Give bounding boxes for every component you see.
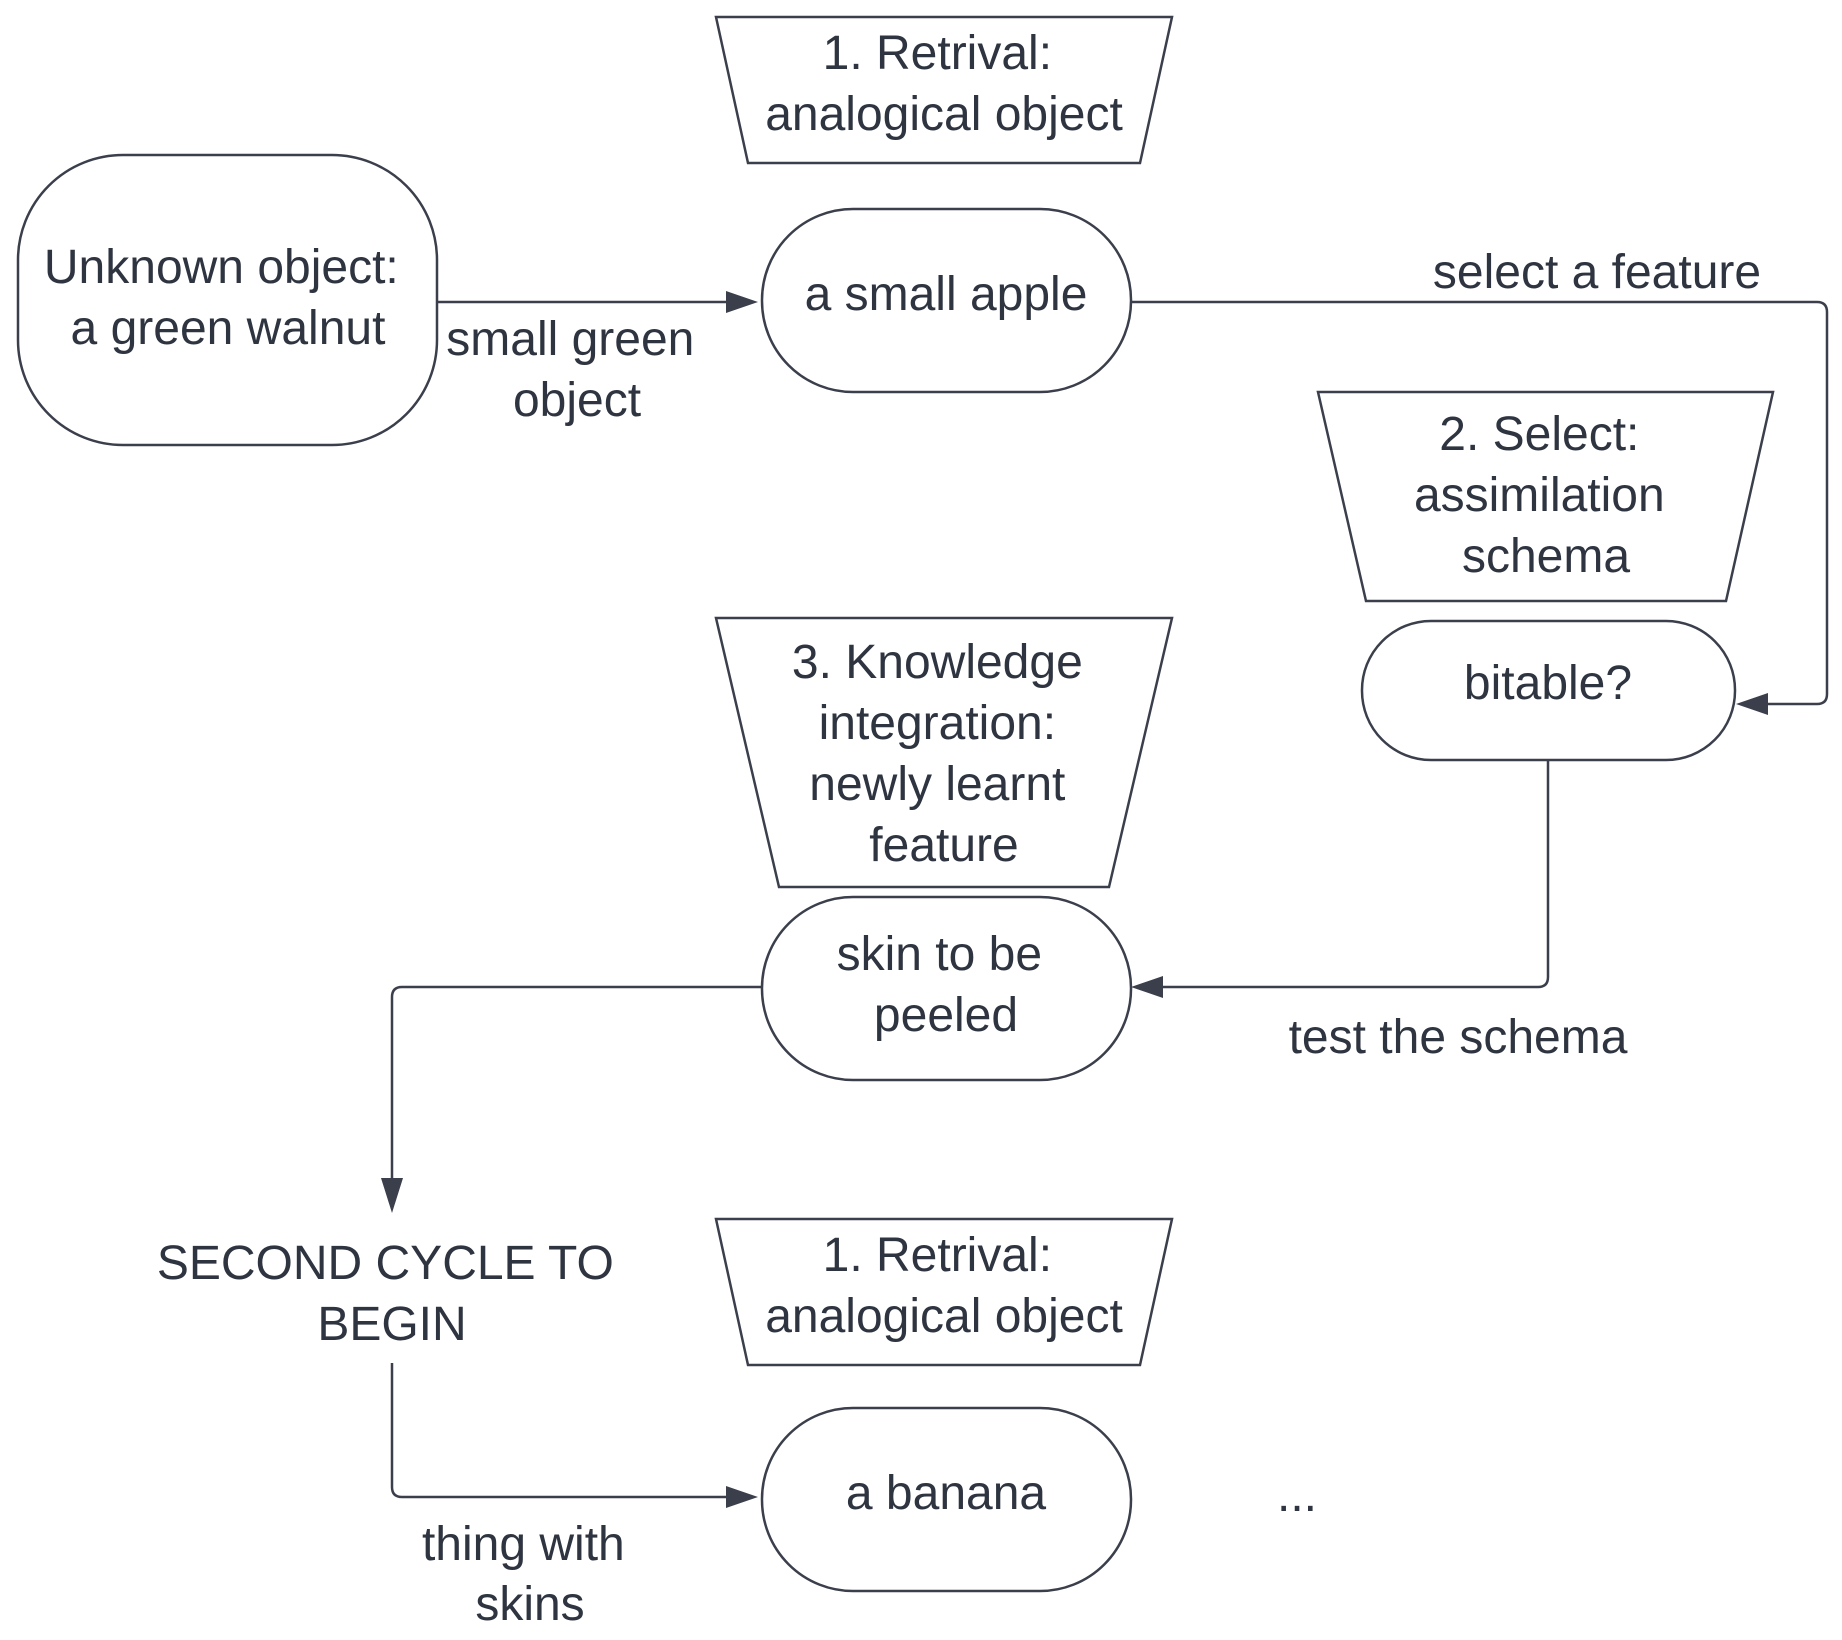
svg-text:skin to be peeled: skin to be peeled: [837, 928, 1056, 1042]
svg-text:1. Retrival: analogical: 1. Retrival: analogical object: [765, 1229, 1123, 1343]
edge-bitable-to-skin: [1160, 760, 1550, 989]
node-small-apple: a small apple: [760, 207, 1133, 394]
stage-select-2-shape: [1316, 390, 1775, 603]
svg-text:3. Knowledge integration: 3. Knowledge integration: newly learnt f…: [792, 636, 1096, 872]
node-bitable-line-1: bitable?: [1464, 657, 1632, 710]
stage-retrieval-1-shape: [714, 15, 1174, 165]
connectors: [381, 291, 1829, 1508]
node-banana: a banana: [760, 1406, 1133, 1593]
node-small-apple-line-1: a small apple: [805, 268, 1088, 321]
node-skin-line-1: skin to be: [837, 928, 1042, 981]
edge-label-select-a-feature: select a feature: [1433, 246, 1761, 299]
node-small-apple-shape: [760, 207, 1133, 394]
arrowhead-skin: [1131, 976, 1163, 998]
edge-label-thing-with-skins-line-1: thing with: [422, 1518, 625, 1571]
edge-label-thing-with-skins-line-2: skins: [475, 1578, 584, 1631]
edge-label-small-green-object-line-1: small green: [446, 313, 694, 366]
node-unknown-object-line-2: a green walnut: [71, 302, 386, 355]
node-banana-line-1: a banana: [846, 1467, 1047, 1520]
svg-text:Unknown object: a green: Unknown object: a green walnut: [44, 241, 412, 355]
edge-skin-to-second-cycle: [390, 985, 762, 1180]
second-cycle-line-2: BEGIN: [317, 1298, 466, 1351]
edge-label-select-a-feature-line-1: select a feature: [1433, 246, 1761, 299]
arrowhead-bitable: [1736, 693, 1768, 715]
stage-integration-3-line-1: 3. Knowledge: [792, 636, 1083, 689]
svg-text:a small apple: a small apple: [805, 268, 1088, 321]
stage-integration-3: 3. Knowledge integration: newly learnt f…: [714, 616, 1174, 889]
second-cycle-text: SECOND CYCLE TO BEGIN: [157, 1237, 627, 1351]
stage-integration-3-line-2: integration:: [819, 697, 1057, 750]
node-unknown-object-line-1: Unknown object:: [44, 241, 399, 294]
edge-apple-to-bitable: [1131, 300, 1829, 706]
node-banana-shape: [760, 1406, 1133, 1593]
node-bitable-shape: [1360, 619, 1737, 762]
edge-label-test-the-schema-line-1: test the schema: [1289, 1011, 1628, 1064]
node-skin-line-2: peeled: [874, 989, 1018, 1042]
stage-integration-3-line-3: newly learnt: [809, 758, 1065, 811]
node-unknown-object: Unknown object: a green walnut: [16, 153, 439, 447]
stage-integration-3-line-4: feature: [869, 819, 1018, 872]
ellipsis-text: ...: [1277, 1469, 1317, 1522]
edge-label-test-the-schema: test the schema: [1289, 1011, 1628, 1064]
stage-retrieval-1-again-line-2: analogical object: [765, 1290, 1123, 1343]
svg-text:1. Retrival: analogical: 1. Retrival: analogical object: [765, 27, 1123, 141]
svg-text:2. Select: assimilation: 2. Select: assimilation schema: [1414, 408, 1678, 583]
stage-select-2: 2. Select: assimilation schema: [1316, 390, 1775, 603]
stage-retrieval-1-line-1: 1. Retrival:: [823, 27, 1052, 80]
edge-label-small-green-object: small green object: [446, 313, 707, 427]
stage-select-2-line-3: schema: [1462, 530, 1630, 583]
node-skin-to-be-peeled-shape: [760, 895, 1133, 1082]
svg-text:a banana: a banana: [846, 1467, 1047, 1520]
edge-second-cycle-to-banana: [390, 1363, 730, 1499]
arrowhead-banana: [726, 1486, 758, 1508]
stage-retrieval-1-again-line-1: 1. Retrival:: [823, 1229, 1052, 1282]
stage-retrieval-1: 1. Retrival: analogical object: [714, 15, 1174, 165]
arrowhead-second-cycle: [381, 1178, 403, 1213]
arrowhead-apple: [726, 291, 758, 313]
stage-retrieval-1-again: 1. Retrival: analogical object: [714, 1217, 1174, 1367]
stage-retrieval-1-line-2: analogical object: [765, 88, 1123, 141]
ellipsis-line-1: ...: [1277, 1469, 1317, 1522]
stage-retrieval-1-again-shape: [714, 1217, 1174, 1367]
edge-label-small-green-object-line-2: object: [513, 374, 641, 427]
stage-select-2-line-2: assimilation: [1414, 469, 1665, 522]
second-cycle-line-1: SECOND CYCLE TO: [157, 1237, 614, 1290]
svg-text:bitable?: bitable?: [1464, 657, 1632, 710]
stage-integration-3-shape: [714, 616, 1174, 889]
node-skin-to-be-peeled: skin to be peeled: [760, 895, 1133, 1082]
stage-select-2-line-1: 2. Select:: [1439, 408, 1639, 461]
node-bitable: bitable?: [1360, 619, 1737, 762]
edge-label-thing-with-skins: thing with skins: [422, 1518, 638, 1631]
node-unknown-object-shape: [16, 153, 439, 447]
